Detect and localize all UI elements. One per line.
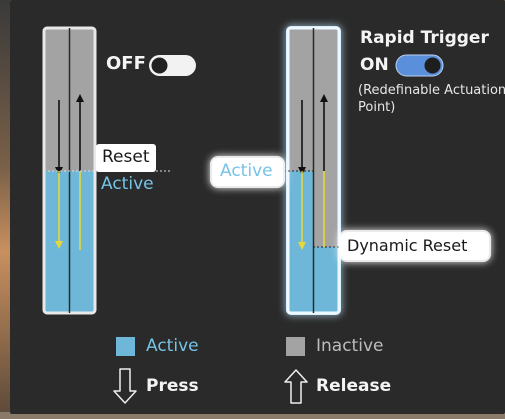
left-switch-column bbox=[42, 26, 170, 315]
left-toggle-label: OFF bbox=[106, 53, 146, 74]
left-toggle-knob bbox=[151, 57, 168, 74]
left-active-label: Active bbox=[101, 174, 154, 194]
background-left-edge bbox=[0, 0, 10, 419]
left-toggle-switch[interactable] bbox=[149, 55, 196, 76]
dynamic-reset-label: Dynamic Reset bbox=[347, 236, 468, 255]
rapid-trigger-title: Rapid Trigger bbox=[360, 28, 489, 48]
left-reset-label: Reset bbox=[102, 147, 150, 167]
right-active-label-box bbox=[212, 158, 283, 186]
right-switch-dynamic-zone bbox=[313, 171, 339, 247]
right-toggle-switch[interactable] bbox=[395, 54, 444, 77]
right-toggle-label: ON bbox=[360, 55, 389, 75]
background-bottom-edge bbox=[0, 412, 505, 419]
rapid-trigger-subtitle-line2: Point) bbox=[358, 100, 396, 115]
legend-active-label: Active bbox=[146, 336, 199, 356]
legend-release-label: Release bbox=[316, 376, 392, 396]
up-arrow-outline-icon bbox=[284, 369, 308, 404]
legend-inactive-label: Inactive bbox=[316, 336, 384, 356]
legend-press-label: Press bbox=[146, 376, 199, 396]
right-switch-column bbox=[260, 26, 346, 315]
right-toggle-knob bbox=[424, 57, 441, 74]
down-arrow-outline-icon bbox=[113, 368, 137, 404]
left-reset-label-box bbox=[96, 144, 156, 172]
right-active-label: Active bbox=[220, 161, 273, 181]
legend-active-swatch bbox=[116, 337, 135, 356]
dynamic-reset-label-box bbox=[341, 232, 489, 260]
rapid-trigger-subtitle-line1: (Redefinable Actuation bbox=[358, 83, 505, 98]
legend-inactive-swatch bbox=[286, 337, 305, 356]
